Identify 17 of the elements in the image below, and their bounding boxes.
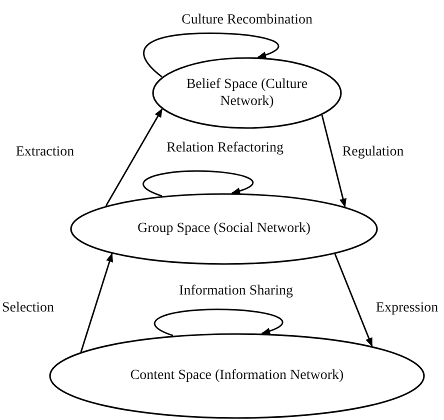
node-label: Content Space (Information Network) <box>129 367 345 385</box>
self-loop-arrow <box>154 308 284 336</box>
arrow <box>80 252 113 352</box>
edge-label: Information Sharing <box>178 283 294 299</box>
ellipse-node <box>152 57 342 129</box>
self-loop-arrow <box>143 32 279 78</box>
self-loop-arrow <box>142 170 254 197</box>
edge-label: Relation Refactoring <box>165 140 285 156</box>
arrow <box>105 108 163 206</box>
node-label: Belief Space (Culture Network) <box>185 76 309 110</box>
edge-label: Regulation <box>341 144 405 160</box>
ellipse-node <box>49 333 425 419</box>
arrow <box>321 114 347 208</box>
arrow <box>334 254 373 347</box>
ellipse-node <box>70 193 378 265</box>
node-label: Group Space (Social Network) <box>136 220 312 238</box>
edge-label: Expression <box>374 300 440 316</box>
